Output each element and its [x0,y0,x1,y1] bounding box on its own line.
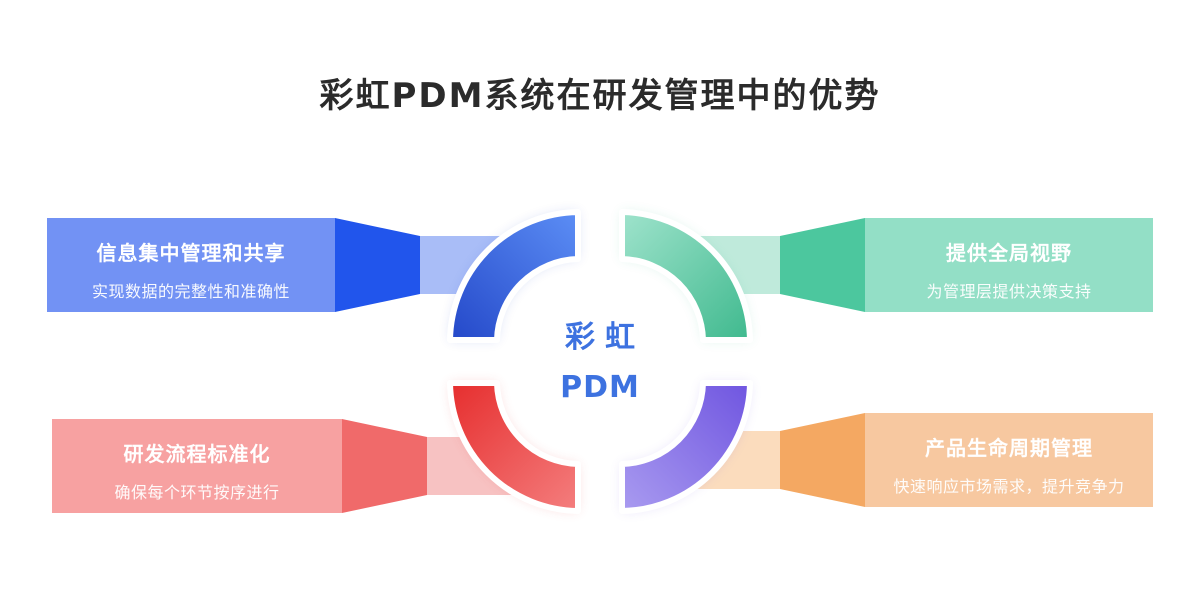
ring-segment-purple [619,380,753,514]
center-label: 彩虹 PDM [520,312,680,405]
ring-segment-green [619,209,753,343]
card-lifecycle-text: 产品生命周期管理 快速响应市场需求，提升竞争力 [865,432,1153,497]
card-title: 研发流程标准化 [123,442,271,466]
card-desc: 为管理层提供决策支持 [926,282,1092,301]
card-title: 产品生命周期管理 [925,436,1093,460]
center-label-line2: PDM [560,370,640,405]
card-desc: 确保每个环节按序进行 [114,483,280,502]
card-info-sharing-text: 信息集中管理和共享 实现数据的完整性和准确性 [47,237,335,302]
center-label-line1: 彩虹 [565,320,645,355]
card-lifecycle [865,413,1153,507]
card-info-sharing [47,218,335,312]
card-title: 提供全局视野 [946,241,1072,265]
ring-segment-blue [447,209,581,343]
page-title: 彩虹PDM系统在研发管理中的优势 [319,76,881,116]
card-process-standard [52,419,342,513]
card-process-standard-text: 研发流程标准化 确保每个环节按序进行 [52,438,342,503]
card-desc: 快速响应市场需求，提升竞争力 [893,477,1125,496]
card-global-view [865,218,1153,312]
card-global-view-text: 提供全局视野 为管理层提供决策支持 [865,237,1153,302]
card-desc: 实现数据的完整性和准确性 [91,282,290,301]
card-title: 信息集中管理和共享 [96,241,286,265]
ring-segment-red [447,380,581,514]
